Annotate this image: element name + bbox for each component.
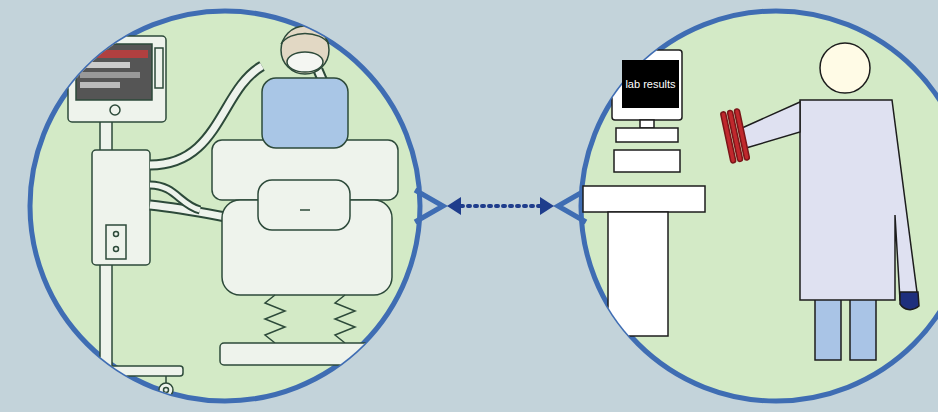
monitor-screen: lab results [622,60,679,108]
screen-label: lab results [625,78,675,90]
arrowhead [447,197,461,215]
dotted-line [461,204,540,208]
bubble-pointer [415,190,443,222]
circle-shape [581,11,938,401]
circle-shape [30,11,420,401]
arrowhead [540,197,554,215]
scene-circle: lab results [578,8,938,404]
double-arrow [447,197,554,215]
scene-circle [27,8,423,404]
bubble-pointer [558,190,586,222]
circle-outline [27,8,423,404]
